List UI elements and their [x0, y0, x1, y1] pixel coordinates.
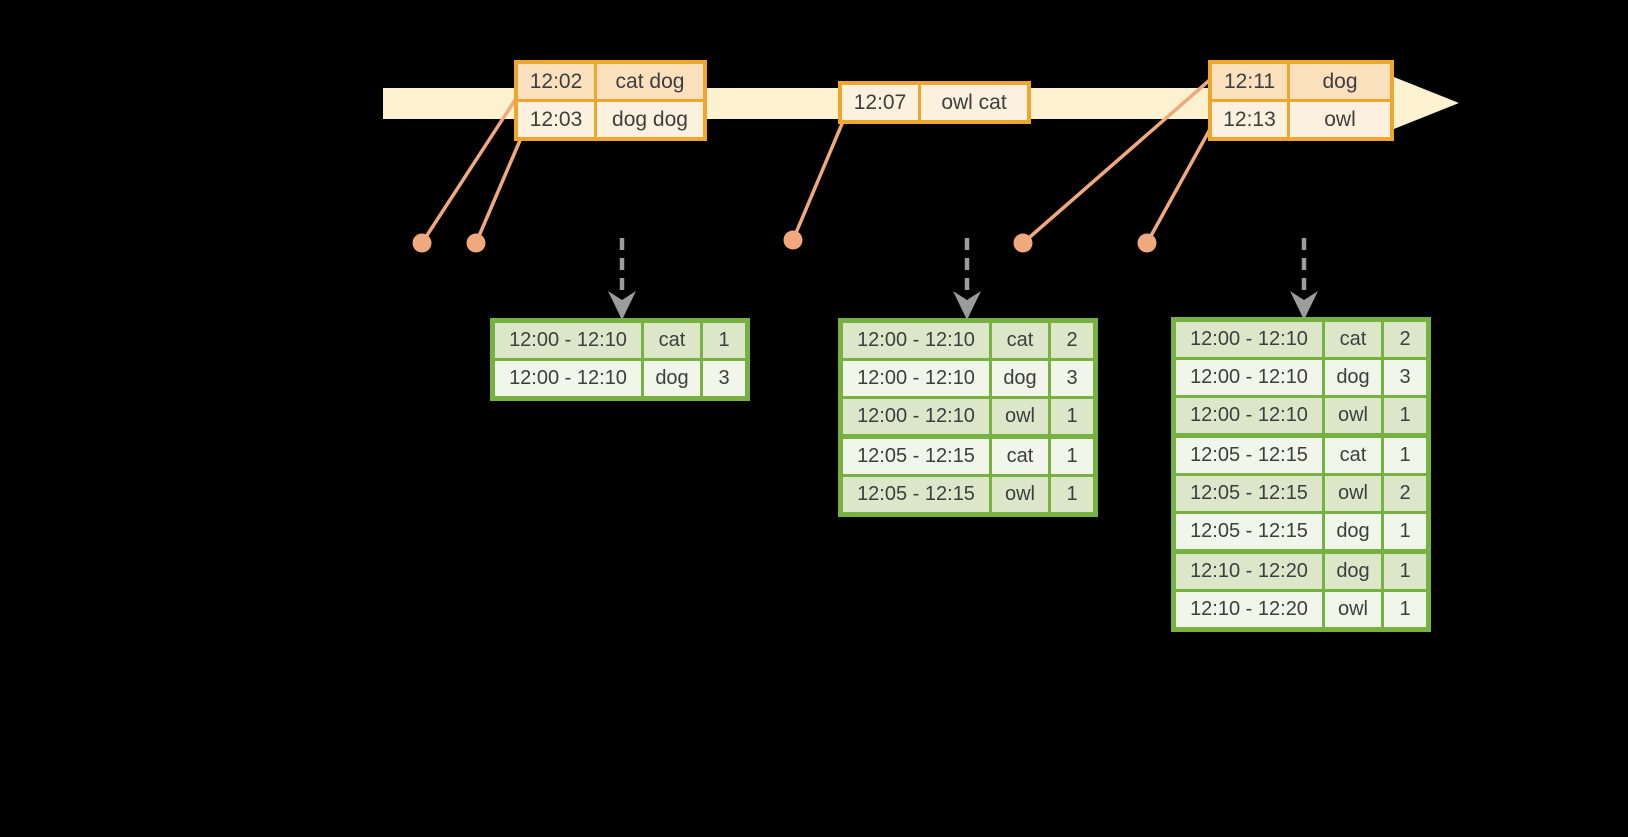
word-cell: owl [989, 477, 1048, 512]
window-cell: 12:05 - 12:15 [1176, 438, 1322, 473]
word-cell: owl [1322, 476, 1381, 511]
result-row: 12:00 - 12:10 cat 2 [1176, 322, 1426, 357]
event-time-cell: 12:13 [1212, 102, 1287, 137]
word-cell: dog [989, 361, 1048, 396]
count-cell: 1 [1381, 438, 1426, 473]
event-dot [466, 233, 486, 253]
window-cell: 12:10 - 12:20 [1176, 592, 1322, 627]
count-cell: 3 [700, 361, 745, 396]
window-cell: 12:00 - 12:10 [843, 323, 989, 358]
word-cell: owl [989, 399, 1048, 434]
window-cell: 12:00 - 12:10 [495, 323, 641, 358]
event-row: 12:13 owl [1212, 99, 1390, 137]
word-cell: owl [1322, 592, 1381, 627]
trigger-arrow-icon [1290, 291, 1318, 320]
window-cell: 12:00 - 12:10 [495, 361, 641, 396]
window-cell: 12:05 - 12:15 [843, 439, 989, 474]
event-table-3: 12:11 dog 12:13 owl [1208, 60, 1394, 141]
word-cell: cat [989, 323, 1048, 358]
trigger-arrows [608, 238, 1318, 320]
event-time-cell: 12:02 [518, 64, 594, 99]
word-cell: dog [1322, 554, 1381, 589]
event-row: 12:03 dog dog [518, 99, 703, 137]
connector-line [420, 96, 519, 244]
count-cell: 1 [1381, 398, 1426, 433]
count-cell: 1 [1381, 592, 1426, 627]
result-row: 12:00 - 12:10 owl 1 [1176, 395, 1426, 433]
window-cell: 12:00 - 12:10 [1176, 322, 1322, 357]
window-cell: 12:00 - 12:10 [843, 399, 989, 434]
word-cell: dog [1322, 360, 1381, 395]
event-dot [1137, 233, 1157, 253]
window-cell: 12:10 - 12:20 [1176, 554, 1322, 589]
word-cell: owl [1322, 398, 1381, 433]
window-cell: 12:00 - 12:10 [843, 361, 989, 396]
event-words-cell: dog [1287, 64, 1390, 99]
word-cell: cat [641, 323, 700, 358]
count-cell: 2 [1048, 323, 1093, 358]
event-dots [412, 230, 1157, 253]
window-cell: 12:05 - 12:15 [1176, 514, 1322, 549]
word-cell: cat [1322, 438, 1381, 473]
event-dot [412, 233, 432, 253]
connector-line [791, 118, 846, 241]
timeline-arrowhead-icon [1394, 77, 1459, 129]
result-row: 12:00 - 12:10 dog 3 [1176, 357, 1426, 395]
event-time-cell: 12:03 [518, 102, 594, 137]
result-row: 12:05 - 12:15 cat 1 [1176, 433, 1426, 473]
event-words-cell: owl [1287, 102, 1390, 137]
word-cell: cat [1322, 322, 1381, 357]
count-cell: 1 [1048, 477, 1093, 512]
window-cell: 12:00 - 12:10 [1176, 398, 1322, 433]
result-row: 12:05 - 12:15 owl 2 [1176, 473, 1426, 511]
connector-line [474, 137, 523, 244]
event-table-2: 12:07 owl cat [838, 81, 1031, 124]
count-cell: 1 [1381, 554, 1426, 589]
count-cell: 3 [1381, 360, 1426, 395]
event-dot [1013, 233, 1033, 253]
result-row: 12:00 - 12:10 owl 1 [843, 396, 1093, 434]
count-cell: 1 [1381, 514, 1426, 549]
connector-line [1021, 76, 1214, 245]
result-row: 12:00 - 12:10 dog 3 [843, 358, 1093, 396]
event-table-1: 12:02 cat dog 12:03 dog dog [514, 60, 707, 141]
result-table-1: 12:00 - 12:10 cat 1 12:00 - 12:10 dog 3 [490, 318, 750, 401]
trigger-arrow-icon [608, 291, 636, 320]
word-cell: dog [1322, 514, 1381, 549]
count-cell: 1 [1048, 439, 1093, 474]
window-cell: 12:05 - 12:15 [1176, 476, 1322, 511]
word-cell: dog [641, 361, 700, 396]
result-row: 12:05 - 12:15 cat 1 [843, 434, 1093, 474]
event-row: 12:11 dog [1212, 64, 1390, 99]
result-row: 12:05 - 12:15 owl 1 [843, 474, 1093, 512]
count-cell: 1 [1048, 399, 1093, 434]
count-cell: 2 [1381, 322, 1426, 357]
count-cell: 1 [700, 323, 745, 358]
count-cell: 3 [1048, 361, 1093, 396]
result-table-2: 12:00 - 12:10 cat 2 12:00 - 12:10 dog 3 … [838, 318, 1098, 517]
event-time-cell: 12:07 [842, 85, 918, 120]
word-cell: cat [989, 439, 1048, 474]
window-cell: 12:00 - 12:10 [1176, 360, 1322, 395]
count-cell: 2 [1381, 476, 1426, 511]
event-time-cell: 12:11 [1212, 64, 1287, 99]
event-dot [783, 230, 803, 250]
connector-lines [420, 76, 1216, 245]
result-row: 12:00 - 12:10 dog 3 [495, 358, 745, 396]
result-row: 12:10 - 12:20 owl 1 [1176, 589, 1426, 627]
result-row: 12:05 - 12:15 dog 1 [1176, 511, 1426, 549]
event-words-cell: owl cat [918, 85, 1027, 120]
trigger-arrow-icon [953, 291, 981, 320]
result-row: 12:00 - 12:10 cat 1 [495, 323, 745, 358]
result-row: 12:00 - 12:10 cat 2 [843, 323, 1093, 358]
event-row: 12:02 cat dog [518, 64, 703, 99]
event-words-cell: dog dog [594, 102, 703, 137]
event-row: 12:07 owl cat [842, 85, 1027, 120]
result-row: 12:10 - 12:20 dog 1 [1176, 549, 1426, 589]
event-words-cell: cat dog [594, 64, 703, 99]
window-cell: 12:05 - 12:15 [843, 477, 989, 512]
connector-line [1145, 121, 1216, 244]
result-table-3: 12:00 - 12:10 cat 2 12:00 - 12:10 dog 3 … [1171, 317, 1431, 632]
